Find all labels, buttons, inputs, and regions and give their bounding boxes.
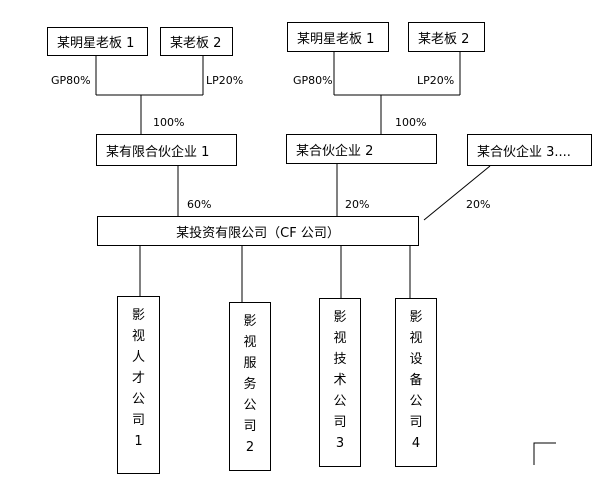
subsidiary-char: 视 [131, 329, 145, 344]
partner-share-label: LP20% [417, 74, 455, 87]
subsidiary-char: 人 [131, 350, 145, 365]
fund-label: 某合伙企业 3.... [477, 144, 571, 160]
partner-share-label: GP80% [293, 74, 333, 87]
subsidiary-box: 影 视 服 务 公 司 2 [229, 302, 271, 471]
subsidiary-char: 术 [333, 373, 347, 388]
subsidiary-char: 备 [409, 373, 423, 388]
fund-label: 某合伙企业 2 [296, 143, 374, 159]
subsidiary-char: 才 [131, 371, 145, 386]
fund-box: 某合伙企业 2 [286, 134, 437, 164]
investment-share-label: 20% [466, 198, 491, 211]
owner-box: 某明星老板 1 [47, 27, 148, 56]
fund-ownership-label: 100% [153, 116, 185, 129]
fund-label: 某有限合伙企业 1 [106, 144, 210, 160]
owner-label: 某老板 2 [418, 31, 470, 47]
owner-label: 某明星老板 1 [57, 36, 135, 51]
fund-ownership-label: 100% [395, 116, 427, 129]
subsidiary-char: 影 [243, 314, 257, 329]
subsidiary-char: 视 [243, 335, 257, 350]
owner-label: 某明星老板 1 [297, 31, 375, 47]
subsidiary-char: 公 [409, 394, 423, 409]
subsidiary-char: 影 [333, 310, 347, 325]
investment-share-label: 20% [345, 198, 370, 211]
subsidiary-char: 1 [134, 434, 143, 449]
subsidiary-char: 公 [131, 392, 145, 407]
main-company-box: 某投资有限公司（CF 公司） [97, 216, 419, 246]
subsidiary-char: 影 [409, 310, 423, 325]
fund-box: 某合伙企业 3.... [467, 134, 592, 166]
subsidiary-char: 公 [243, 398, 257, 413]
subsidiary-box: 影 视 设 备 公 司 4 [395, 298, 437, 467]
subsidiary-char: 务 [243, 377, 257, 392]
subsidiary-char: 司 [243, 419, 257, 434]
subsidiary-char: 4 [411, 436, 421, 451]
main-company-label: 某投资有限公司（CF 公司） [176, 225, 340, 241]
subsidiary-char: 视 [333, 331, 347, 346]
owner-box: 某老板 2 [408, 22, 485, 52]
subsidiary-box: 影 视 人 才 公 司 1 [117, 296, 160, 474]
subsidiary-char: 司 [409, 415, 423, 430]
corner-mark [533, 442, 556, 465]
partner-share-label: LP20% [206, 74, 244, 87]
subsidiary-char: 2 [245, 440, 255, 455]
owner-box: 某老板 2 [160, 27, 233, 56]
subsidiary-box: 影 视 技 术 公 司 3 [319, 298, 361, 467]
subsidiary-char: 影 [131, 308, 145, 323]
subsidiary-char: 视 [409, 331, 423, 346]
subsidiary-char: 技 [333, 352, 347, 367]
connector-line [423, 165, 491, 221]
investment-share-label: 60% [187, 198, 212, 211]
fund-box: 某有限合伙企业 1 [96, 134, 237, 166]
subsidiary-char: 司 [131, 413, 145, 428]
subsidiary-char: 设 [409, 352, 423, 367]
partner-share-label: GP80% [51, 74, 91, 87]
subsidiary-char: 服 [243, 356, 257, 371]
subsidiary-char: 3 [335, 436, 345, 451]
owner-label: 某老板 2 [170, 36, 222, 51]
subsidiary-char: 司 [333, 415, 347, 430]
subsidiary-char: 公 [333, 394, 347, 409]
owner-box: 某明星老板 1 [287, 22, 389, 52]
